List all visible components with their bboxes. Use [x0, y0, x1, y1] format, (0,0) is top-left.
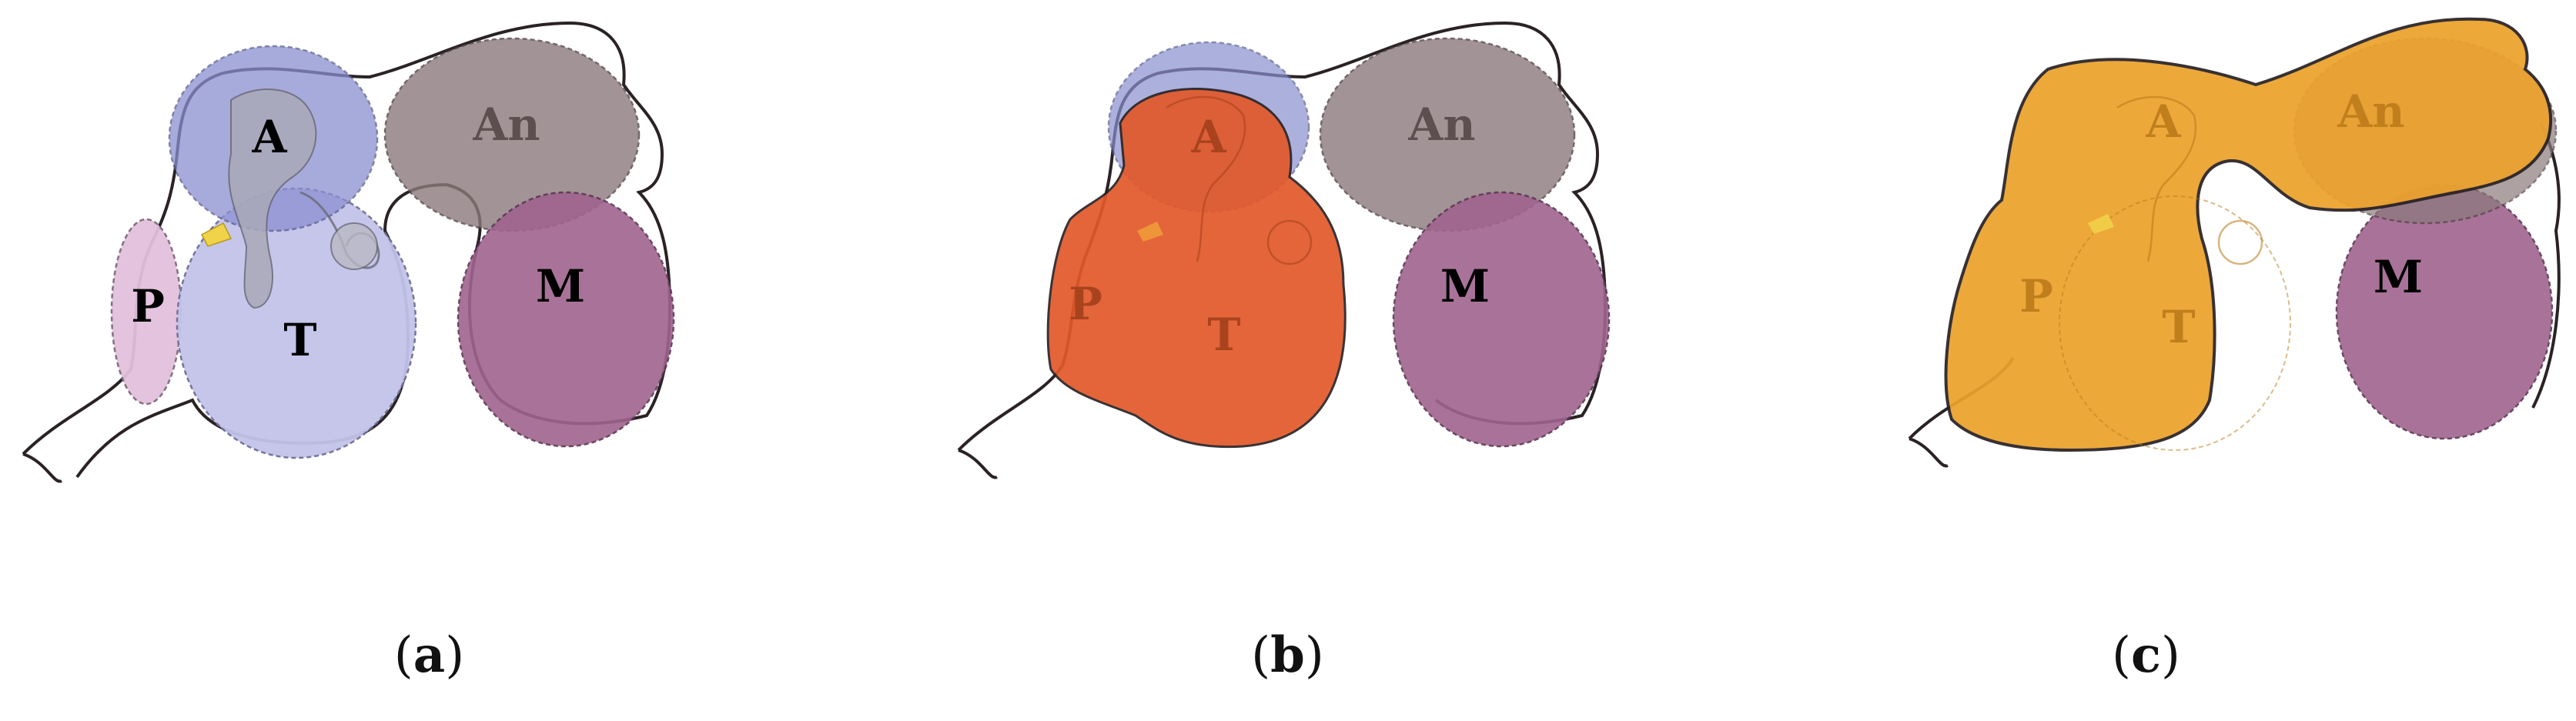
yellow-mark	[200, 222, 233, 247]
label-P: P	[2019, 270, 2053, 322]
caption-b: (b)	[858, 631, 1717, 681]
region-M	[1392, 191, 1611, 448]
yellow-mark	[2088, 214, 2114, 234]
region-M	[457, 191, 675, 448]
panel-a-diagram: A An P T M	[22, 21, 675, 483]
label-A: A	[1190, 111, 1226, 163]
panel-c-diagram: A An P T M	[1908, 17, 2561, 468]
label-An: An	[1407, 98, 1475, 151]
inner-structure	[1166, 95, 1246, 262]
label-P: P	[131, 280, 165, 332]
region-An	[1319, 37, 1576, 232]
label-M: M	[2374, 251, 2423, 303]
caption-a: (a)	[0, 631, 858, 681]
caption-letter: a	[413, 626, 446, 684]
panel-b-diagram: A An P T M	[957, 21, 1611, 479]
label-M: M	[536, 260, 585, 312]
region-M	[2335, 183, 2554, 440]
label-T: T	[1207, 309, 1240, 361]
caption-close: )	[1304, 627, 1324, 684]
caption-letter: b	[1270, 626, 1305, 684]
caption-open: (	[393, 627, 413, 684]
caption-open: (	[2112, 627, 2132, 684]
faint-region-T	[2059, 195, 2291, 451]
caption-open: (	[1251, 627, 1271, 684]
overlay-region-c	[1944, 17, 2553, 452]
inner-coil	[330, 222, 378, 270]
label-P: P	[1069, 278, 1102, 330]
label-T: T	[283, 314, 316, 366]
label-T: T	[2162, 301, 2195, 353]
caption-c: (c)	[1717, 631, 2575, 681]
label-A: A	[2145, 95, 2181, 148]
inner-coil	[2217, 219, 2263, 265]
label-M: M	[1440, 260, 1490, 312]
caption-letter: c	[2131, 626, 2161, 684]
inner-structure	[2116, 95, 2197, 262]
inner-structure	[228, 88, 317, 309]
panel-a: A An P T M (a)	[0, 0, 858, 721]
caption-close: )	[2160, 627, 2180, 684]
label-An: An	[472, 98, 540, 151]
label-A: A	[251, 111, 287, 163]
panel-c: A An P T M (c)	[1717, 0, 2575, 721]
overlay-region-b	[1046, 87, 1347, 449]
caption-close: )	[445, 627, 465, 684]
label-An: An	[2337, 85, 2404, 138]
inner-coil	[1266, 219, 1313, 265]
panel-b: A An P T M (b)	[858, 0, 1717, 721]
yellow-mark	[1137, 222, 1163, 242]
region-An	[383, 37, 641, 232]
